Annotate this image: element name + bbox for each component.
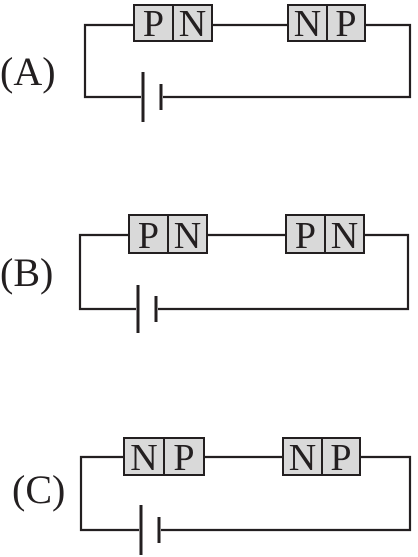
circuit-c: (C) N P N P [12,437,412,555]
circuit-a: (A) P N N P [0,3,412,122]
circuit-c-label: (C) [12,467,65,512]
circuit-b-label: (B) [0,250,53,295]
diode-c-1-left-letter: N [130,437,157,479]
diode-b-1: P N [128,214,208,257]
battery [141,72,163,122]
diode-a-1-right [172,4,213,42]
diode-b-2: P N [285,214,365,257]
diode-c-2-left [282,437,323,476]
diode-a-2-right-letter: P [335,3,356,45]
circuit-b-wire [78,233,410,311]
diode-c-1-right-letter: P [173,437,194,479]
diode-a-2-right [326,4,366,42]
diode-c-2: N P [282,437,361,479]
diode-a-1: P N [133,3,213,45]
diode-a-2: N P [287,3,366,45]
circuit-b: (B) P N P N [0,214,410,333]
diode-c-1: N P [123,437,205,479]
diode-c-2-right-letter: P [330,437,351,479]
diode-b-1-left [128,214,169,254]
diode-c-2-right [321,437,361,476]
diode-c-1-right [163,437,205,476]
diode-b-1-left-letter: P [138,215,159,257]
diode-b-2-left-letter: P [295,215,316,257]
diode-a-1-right-letter: N [179,3,206,45]
diode-b-1-right [167,214,208,254]
diode-b-2-left [285,214,326,254]
diode-b-2-right-letter: N [331,215,358,257]
diode-b-1-right-letter: N [174,215,201,257]
diode-c-2-left-letter: N [289,437,316,479]
diode-a-2-left [287,4,328,42]
diode-b-2-right [324,214,365,254]
diode-a-2-left-letter: N [294,3,321,45]
circuit-a-label: (A) [0,49,56,94]
battery [136,285,158,333]
diode-a-1-left-letter: P [143,3,164,45]
battery [139,505,161,555]
circuit-c-wire [79,455,412,532]
circuit-a-wire [83,23,412,99]
diode-c-1-left [123,437,165,476]
